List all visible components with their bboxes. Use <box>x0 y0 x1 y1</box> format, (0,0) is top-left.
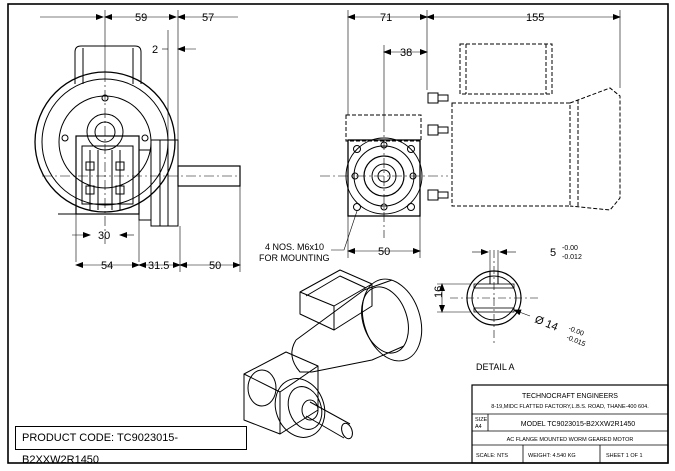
side-view-dimensions <box>40 10 241 272</box>
front-view-dimensions <box>331 10 621 258</box>
size-label: SIZE <box>475 417 488 423</box>
dim-5-tol-lower: -0.012 <box>562 254 582 261</box>
title-block <box>471 384 669 464</box>
dim-16: 16 <box>433 286 445 298</box>
dim-5: 5 <box>550 247 556 259</box>
dim-54: 54 <box>101 260 113 272</box>
dim-38: 38 <box>400 47 412 59</box>
side-view <box>34 45 241 244</box>
weight-text: WEIGHT: 4.540 KG <box>528 453 576 459</box>
dim-71: 71 <box>380 12 392 24</box>
dim-2: 2 <box>152 44 158 56</box>
dim-5-tol-upper: -0.00 <box>562 245 578 252</box>
sheet-text: SHEET 1 OF 1 <box>606 453 643 459</box>
dim-57: 57 <box>202 12 214 24</box>
dim-59: 59 <box>135 12 147 24</box>
dim-30: 30 <box>98 230 110 242</box>
drawing-description: AC FLANGE MOUNTED WORM GEARED MOTOR <box>507 437 634 443</box>
product-code-box: PRODUCT CODE: TC9023015-B2XXW2R1450 <box>15 426 247 466</box>
product-code-text: PRODUCT CODE: TC9023015-B2XXW2R1450 <box>22 432 179 466</box>
mounting-note-line2: FOR MOUNTING <box>259 253 330 263</box>
mounting-note-line1: 4 NOS. M6x10 <box>265 242 324 252</box>
company-address: 8-19,MIDC FLATTED FACTORY,L.B.S. ROAD, T… <box>491 404 649 410</box>
dim-50-front: 50 <box>378 246 390 258</box>
dim-50-side: 50 <box>209 260 221 272</box>
dim-31-5: 31.5 <box>148 260 169 272</box>
front-view <box>320 43 621 238</box>
isometric-view <box>243 269 423 440</box>
detail-a-label: DETAIL A <box>476 362 515 372</box>
size-value: A4 <box>475 424 482 430</box>
model-number: MODEL TC9023015-B2XXW2R1450 <box>521 421 635 428</box>
dim-14: Ø 14 <box>533 314 560 334</box>
dim-14-tol-lower: -0.015 <box>565 334 586 348</box>
dim-155: 155 <box>526 12 544 24</box>
scale-text: SCALE: NTS <box>476 453 508 459</box>
detail-a-view <box>437 249 540 346</box>
sheet-border <box>7 3 669 464</box>
company-name: TECHNOCRAFT ENGINEERS <box>522 393 618 400</box>
